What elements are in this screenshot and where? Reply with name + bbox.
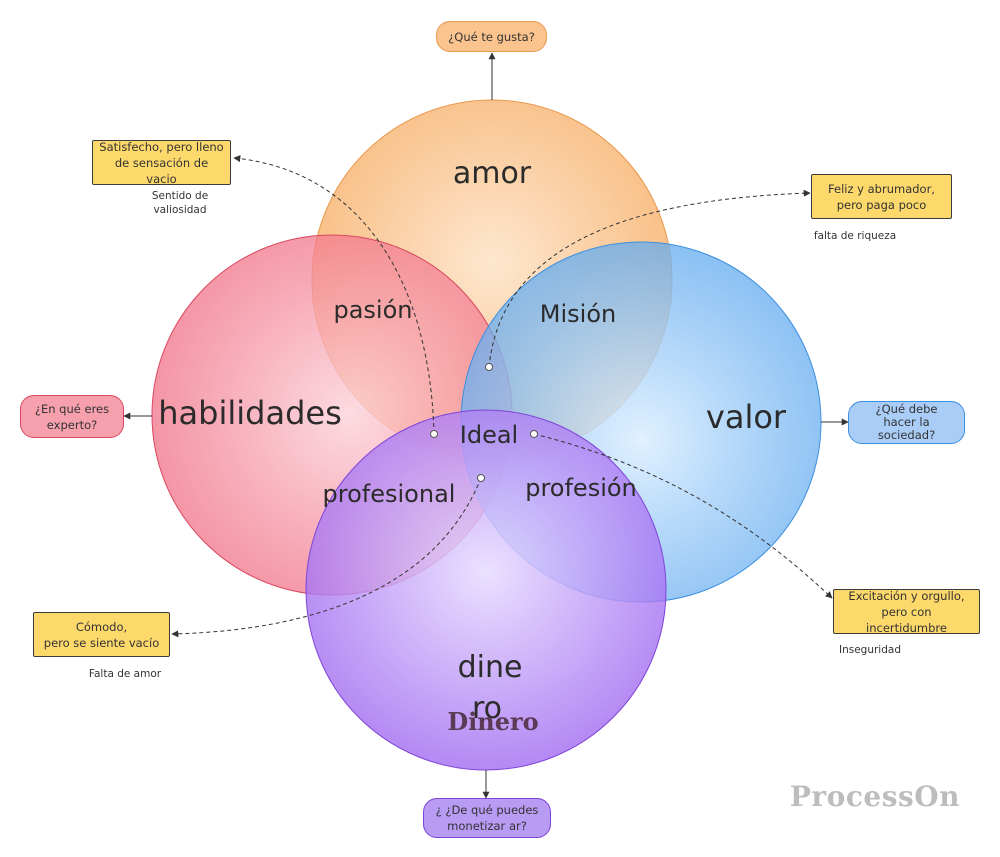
ideal-label: Ideal [460,421,518,449]
note-bottom-left-line1: Cómodo, [75,619,128,634]
dashed-connector-top-left [233,155,435,435]
note-top-right-line2: pero paga poco [836,197,927,212]
dashed-connector-top-right [488,189,811,368]
question-right-line3: sociedad? [877,428,936,442]
note-top-right: Feliz y abrumador, pero paga poco [811,174,952,219]
question-bottom-pill: ¿ ¿De qué puedes monetizar ar? [423,798,551,838]
dinero-overlay-label: Dinero [447,707,538,736]
question-top-text: ¿Qué te gusta? [448,29,535,44]
question-right-pill: ¿Qué debe hacer la sociedad? [848,401,965,444]
profesional-label: profesional [323,480,456,508]
amor-label: amor [453,156,532,191]
dinero-label-line1: dine [458,650,523,685]
caption-bottom-right: Inseguridad [838,644,901,656]
pasion-label: pasión [333,296,412,324]
note-bottom-right-line2: pero con incertidumbre [866,604,947,635]
question-top-pill: ¿Qué te gusta? [436,21,547,52]
valor-label: valor [706,398,787,436]
dot-bottom-right [530,430,538,438]
question-right-line2: hacer la [883,415,930,429]
caption-top-left: Sentido de valiosidad [140,189,220,217]
dot-top-right [485,363,493,371]
question-bottom-line1: ¿ ¿De qué puedes [435,803,539,817]
habilidades-label: habilidades [158,394,341,432]
note-bottom-left: Cómodo, pero se siente vacío [33,612,170,657]
question-right-line1: ¿Qué debe [875,402,938,416]
caption-top-left-line1: Sentido de [151,190,209,202]
note-top-left-line2: de sensación de vacio [114,155,209,186]
profesion-label: profesión [525,474,637,502]
note-bottom-right: Excitación y orgullo, pero con incertidu… [833,588,980,635]
question-left-line2: experto? [46,417,98,432]
dinero-label-line2: ro [472,691,502,726]
question-left-pill: ¿En qué eres experto? [20,395,124,438]
dot-top-left [430,430,438,438]
note-bottom-right-line1: Excitación y orgullo, [848,588,965,603]
dot-bottom-left [477,474,485,482]
caption-top-left-line2: valiosidad [153,204,207,216]
mision-label: Misión [540,300,616,328]
dashed-connector-bottom-left [171,477,482,638]
question-bottom-line2: monetizar ar? [447,819,527,833]
caption-top-right: falta de riqueza [813,230,897,242]
processon-watermark: ProcessOn [789,780,960,813]
question-left-line1: ¿En qué eres [34,401,110,416]
note-top-right-line1: Feliz y abrumador, [828,181,935,196]
dashed-connector-bottom-right [533,433,833,599]
note-bottom-left-line2: pero se siente vacío [43,635,160,650]
note-top-left-line1: Satisfecho, pero lleno [99,139,224,154]
caption-bottom-left: Falta de amor [88,668,162,680]
note-top-left: Satisfecho, pero lleno de sensación de v… [92,139,231,186]
